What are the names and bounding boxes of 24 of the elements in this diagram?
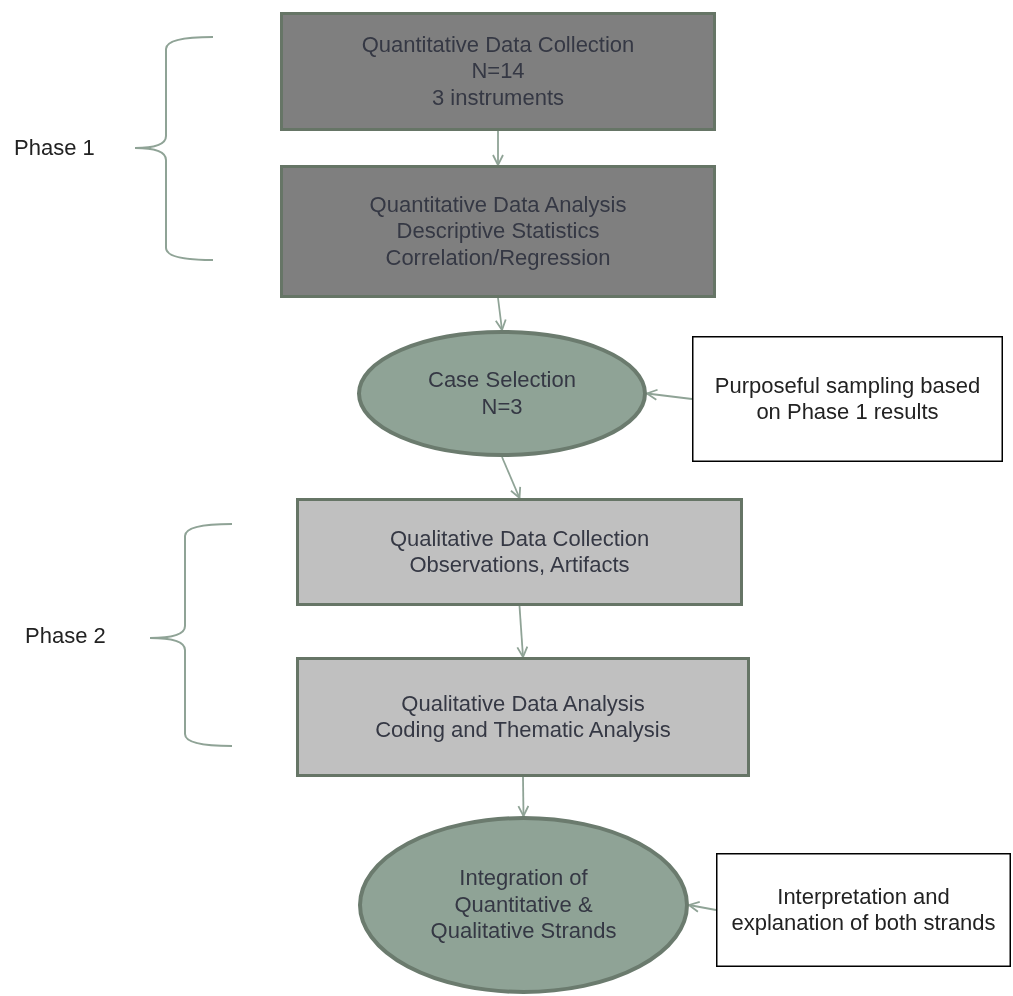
node-text: Descriptive Statistics [396,218,600,245]
node-text: Integration of Quantitative & Qualitative Strands [429,865,618,945]
node-text: Correlation/Regression [385,244,611,272]
arrow [492,130,504,166]
node-text: Purposeful sampling based on Phase 1 results [713,372,982,426]
arrow [494,297,507,331]
node-text: Coding and Thematic Analysis [375,717,671,744]
node-text: 3 instruments [431,84,565,112]
arrow [501,456,522,499]
node-text: Qualitative Data Collection [389,525,650,552]
node-text: Qualitative Data Analysis [401,690,645,717]
phase-label: Phase 2 [25,623,106,649]
node-text: Quantitative Data Collection [361,31,635,59]
arrow [646,388,693,401]
arrow [688,901,717,913]
node-text: Case Selection [428,367,576,394]
node-text: Observations, Artifacts [409,552,630,579]
phase-label: Phase 1 [14,135,95,161]
node-text: N=3 [481,393,523,420]
node-text: Interpretation and explanation of both strands [730,883,997,937]
arrow [517,776,530,817]
node-text: Quantitative Data Analysis [369,191,627,219]
node-text: N=14 [471,58,525,85]
arrow [516,605,529,658]
